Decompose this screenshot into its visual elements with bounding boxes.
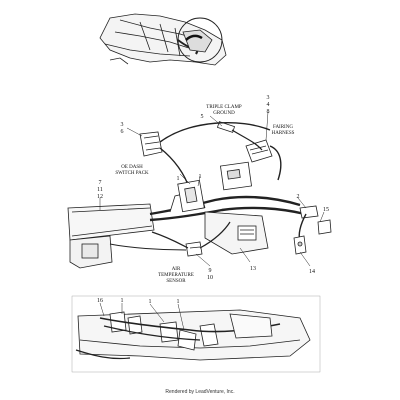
callout-2: 2 — [297, 194, 300, 200]
oe-dash-label-2: SWITCH PACK — [115, 171, 149, 176]
handlebar-tube — [67, 203, 155, 241]
right-connector-a — [299, 205, 319, 219]
callout-1c: 1 — [121, 298, 124, 304]
air-temp-label-1: AIR — [172, 267, 181, 272]
fairing-label-1: FAIRING — [273, 125, 293, 130]
callout-10: 10 — [207, 275, 213, 281]
callout-3b: 3 — [121, 122, 124, 128]
air-temperature-sensor — [185, 241, 203, 257]
fairing-harness-connector — [245, 139, 273, 163]
callout-3a: 3 — [267, 95, 270, 101]
callout-16: 16 — [97, 298, 103, 304]
triple-clamp-ground-terminal — [216, 121, 236, 133]
footer-credit: Rendered by LeadVenture, Inc. — [165, 389, 235, 395]
air-temp-label-3: SENSOR — [166, 279, 186, 284]
callout-4a: 4 — [267, 102, 270, 108]
bottom-callouts: 16 1 1 1 — [97, 298, 180, 305]
callout-1d: 1 — [149, 299, 152, 305]
oe-dash-connector — [139, 131, 163, 157]
callout-11: 11 — [97, 187, 103, 193]
callout-13: 13 — [250, 266, 256, 272]
air-temp-label-2: TEMPERATURE — [158, 273, 194, 278]
mounting-bracket — [204, 211, 269, 255]
callout-1a: 1 — [177, 176, 180, 182]
triple-clamp-label-2: GROUND — [213, 111, 235, 116]
main-assembly — [67, 121, 332, 269]
leader-lines — [99, 111, 325, 267]
oe-dash-label-1: OE DASH — [121, 165, 143, 170]
bottom-detail-inset — [71, 295, 321, 373]
callout-5: 5 — [201, 114, 204, 120]
callout-7: 7 — [99, 180, 102, 186]
callout-9: 9 — [209, 268, 212, 274]
callout-1b: 1 — [199, 174, 202, 180]
right-connector-b — [317, 219, 332, 235]
fairing-label-2: HARNESS — [272, 131, 295, 136]
motorcycle-frame-inset — [99, 13, 227, 66]
triple-clamp-label-1: TRIPLE CLAMP — [206, 105, 242, 110]
callout-14: 14 — [309, 269, 315, 275]
callout-8a: 8 — [267, 109, 270, 115]
callout-12: 12 — [97, 194, 103, 200]
callout-1e: 1 — [177, 299, 180, 305]
callout-6b: 6 — [121, 129, 124, 135]
callout-numbers: 3 4 8 5 3 6 1 1 2 15 7 11 12 13 9 10 14 — [97, 95, 329, 281]
part-labels: TRIPLE CLAMP GROUND FAIRING HARNESS OE D… — [115, 105, 294, 284]
callout-15: 15 — [323, 207, 329, 213]
